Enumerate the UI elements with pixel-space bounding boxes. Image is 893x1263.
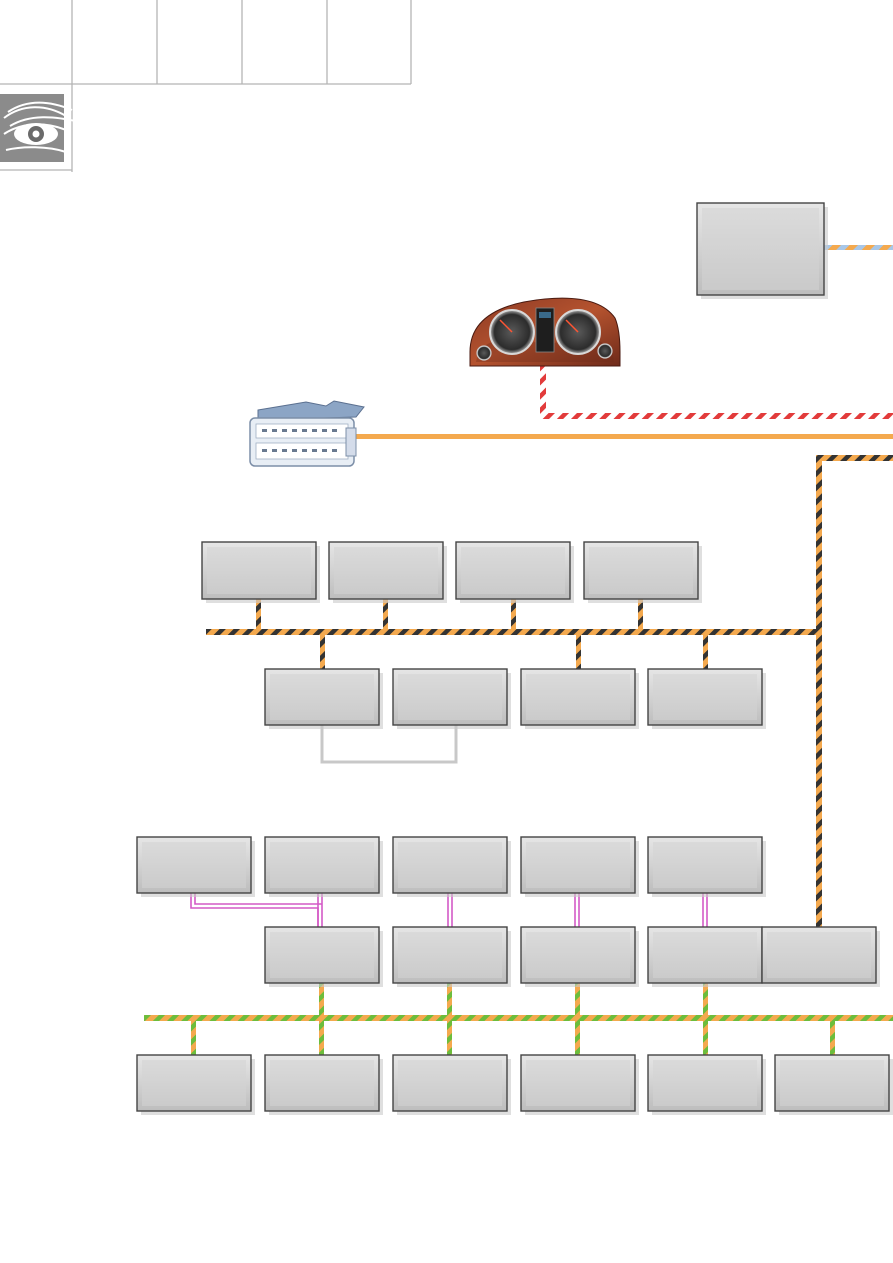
module-row-4-5 bbox=[761, 926, 880, 987]
module-row-5-4 bbox=[520, 1054, 639, 1115]
bus-green-main bbox=[144, 983, 893, 1055]
module-row-3-3 bbox=[392, 836, 511, 897]
module-row-5-3 bbox=[392, 1054, 511, 1115]
modules bbox=[136, 202, 893, 1115]
instrument-cluster-icon bbox=[469, 297, 621, 367]
module-row-3-1 bbox=[136, 836, 255, 897]
bus-top-link bbox=[824, 245, 893, 250]
bus-dark-main bbox=[206, 455, 893, 927]
module-row-3-4 bbox=[520, 836, 639, 897]
module-row-4-2 bbox=[392, 926, 511, 987]
module-row-3-2 bbox=[264, 836, 383, 897]
module-row-2-1 bbox=[264, 668, 383, 729]
module-row-5-2 bbox=[264, 1054, 383, 1115]
module-row-1-1 bbox=[201, 541, 320, 603]
module-row-5-1 bbox=[136, 1054, 255, 1115]
module-row-5-6 bbox=[774, 1054, 893, 1115]
module-row-2-4 bbox=[647, 668, 766, 729]
module-row-4-1 bbox=[264, 926, 383, 987]
module-row-1-4 bbox=[583, 541, 702, 603]
header-grid bbox=[0, 0, 412, 172]
module-row-2-2 bbox=[392, 668, 511, 729]
diagnostic-connector-icon bbox=[249, 400, 365, 467]
module-row-2-3 bbox=[520, 668, 639, 729]
module-top-right-1 bbox=[696, 202, 828, 299]
module-row-1-2 bbox=[328, 541, 447, 603]
link-grey bbox=[320, 725, 458, 764]
module-row-3-5 bbox=[647, 836, 766, 897]
bus-instrument bbox=[540, 364, 893, 419]
eye-icon bbox=[0, 94, 81, 162]
link-magenta bbox=[190, 893, 708, 927]
module-row-4-4 bbox=[647, 926, 766, 987]
module-row-4-3 bbox=[520, 926, 639, 987]
module-row-1-3 bbox=[455, 541, 574, 603]
bus-diagnostic bbox=[356, 434, 893, 439]
module-row-5-5 bbox=[647, 1054, 766, 1115]
